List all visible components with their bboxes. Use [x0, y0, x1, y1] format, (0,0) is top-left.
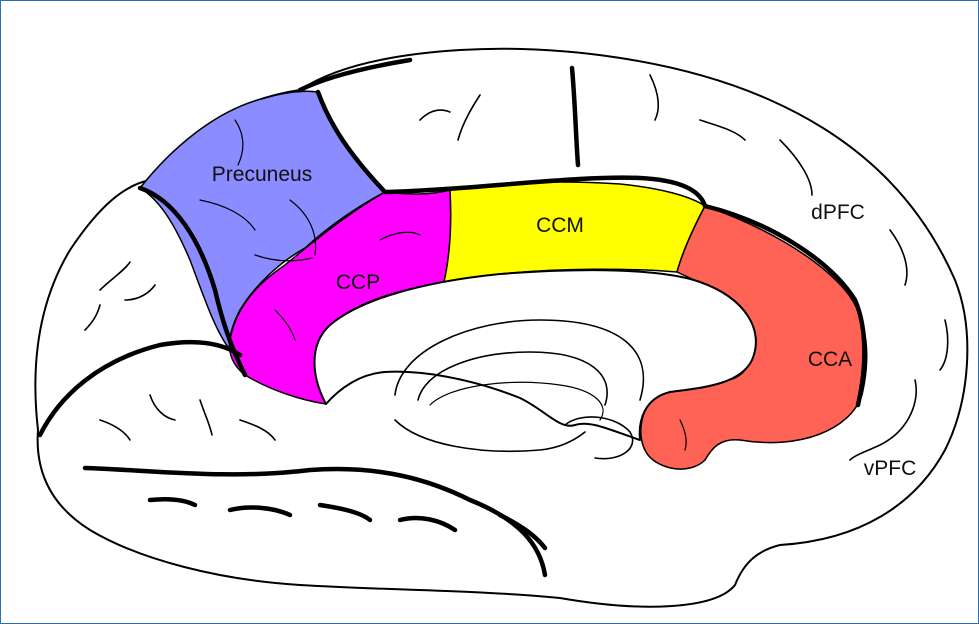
label-vpfc: vPFC	[864, 457, 917, 480]
label-ccm: CCM	[536, 214, 584, 237]
label-precuneus: Precuneus	[212, 163, 312, 186]
label-cca: CCA	[808, 348, 852, 371]
label-ccp: CCP	[336, 271, 380, 294]
label-dpfc: dPFC	[811, 201, 865, 224]
